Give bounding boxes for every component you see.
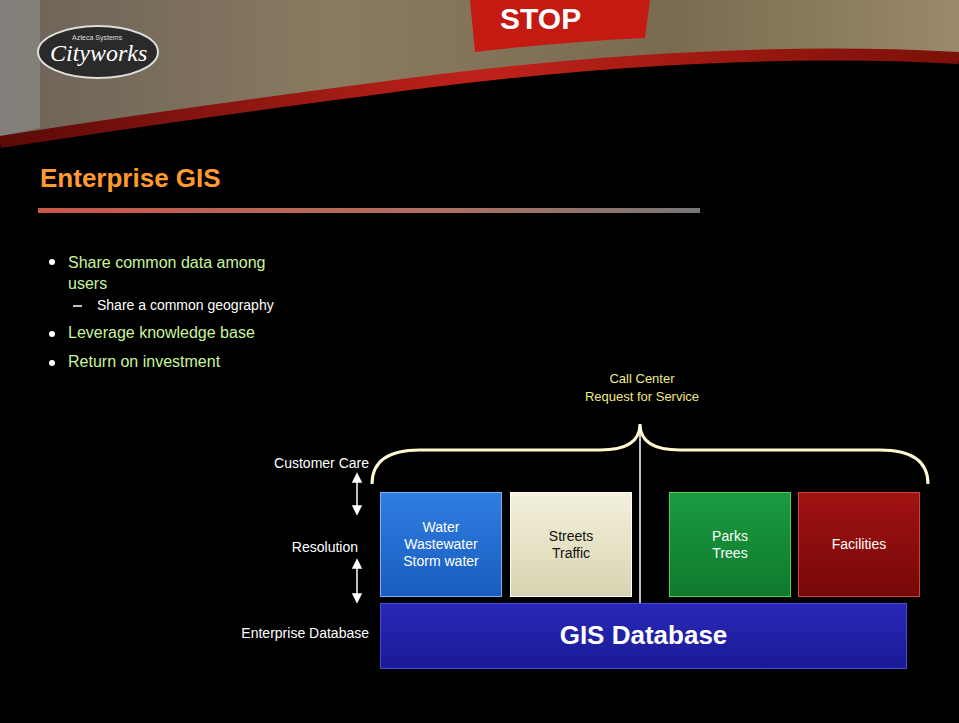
bullet-text: Leverage knowledge base	[68, 324, 255, 342]
bracket	[372, 424, 928, 484]
level-label: Enterprise Database	[241, 625, 369, 641]
sub-bullet-text: Share a common geography	[97, 297, 274, 313]
department-box: Streets Traffic	[510, 492, 632, 597]
logo-oval	[38, 26, 158, 78]
node-texts: GIS Database	[560, 620, 728, 651]
sub-bullet	[73, 305, 82, 307]
stop-sign	[470, 0, 650, 52]
department-box: Water Wastewater Storm water	[380, 492, 502, 597]
level-label: Customer Care	[274, 455, 369, 471]
title-rule	[38, 208, 700, 213]
logo-text: Cityworks	[50, 40, 147, 67]
sign-text: STOP	[500, 2, 581, 36]
slide-title: Enterprise GIS	[40, 163, 221, 194]
node-text: Streets Traffic	[539, 528, 603, 562]
bullet-text: Share common data among users	[68, 252, 298, 294]
node-texts: Streets Traffic	[539, 528, 603, 562]
logo-tagline: Azteca Systems	[72, 34, 122, 41]
node-text: GIS Database	[560, 620, 728, 651]
bullet	[49, 331, 55, 337]
double-arrow	[353, 474, 361, 602]
department-box: Facilities	[798, 492, 920, 597]
bullet-text: Return on investment	[68, 353, 220, 371]
bullet	[49, 259, 55, 265]
node-text: Water Wastewater Storm water	[397, 519, 485, 569]
node-text: Facilities	[832, 536, 886, 553]
node-texts: Facilities	[832, 536, 886, 553]
divider-line	[639, 424, 641, 604]
node-texts: Parks Trees	[702, 528, 758, 562]
department-box: Parks Trees	[669, 492, 791, 597]
level-label: Resolution	[292, 539, 358, 555]
bullet	[49, 360, 55, 366]
node-texts: Water Wastewater Storm water	[397, 519, 485, 569]
bracket-label: Call Center Request for Service	[552, 370, 732, 406]
database-band: GIS Database	[380, 603, 907, 669]
node-text: Parks Trees	[702, 528, 758, 562]
